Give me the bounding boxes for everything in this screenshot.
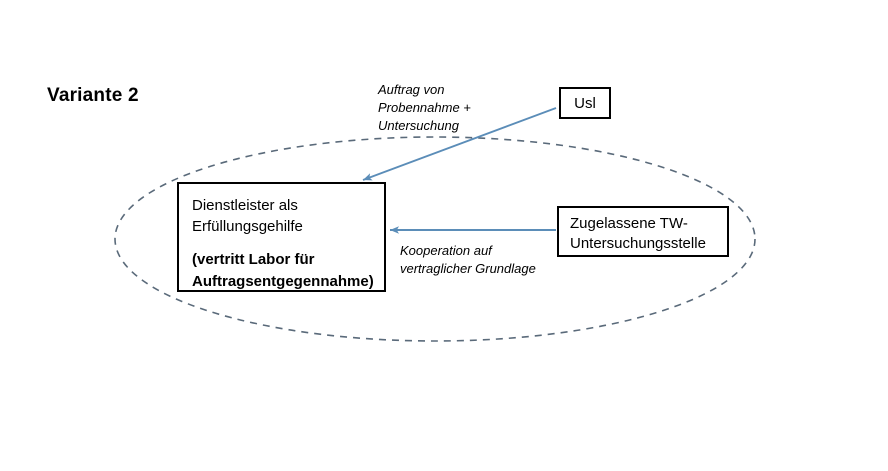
service-provider-bold-line-1: (vertritt Labor für (192, 251, 315, 268)
auftrag-label-line-3: Untersuchung (378, 118, 459, 133)
service-provider-line-1: Dienstleister als (192, 197, 298, 214)
tw-office-line-2: Untersuchungsstelle (570, 235, 706, 252)
auftrag-arrow-line (362, 107, 557, 181)
auftrag-label-line-1: Auftrag von (378, 82, 445, 97)
service-provider-spacer (192, 237, 384, 249)
kooperation-arrow-label: Kooperation auf vertraglicher Grundlage (400, 242, 536, 278)
kooperation-label-line-2: vertraglicher Grundlage (400, 261, 536, 276)
node-usl: Usl (559, 87, 611, 119)
service-provider-line-2: Erfüllungsgehilfe (192, 218, 303, 235)
page-title: Variante 2 (47, 85, 139, 106)
node-tw-untersuchungsstelle: Zugelassene TW- Untersuchungsstelle (557, 206, 729, 257)
node-service-provider: Dienstleister als Erfüllungsgehilfe (ver… (177, 182, 386, 292)
service-provider-bold-line-2: Auftragsentgegennahme) (192, 273, 374, 290)
tw-office-line-1: Zugelassene TW- (570, 215, 688, 232)
auftrag-arrow-label: Auftrag von Probennahme + Untersuchung (378, 81, 471, 135)
kooperation-label-line-1: Kooperation auf (400, 243, 492, 258)
usl-label: Usl (574, 94, 596, 112)
auftrag-label-line-2: Probennahme + (378, 100, 471, 115)
scope-boundary-ellipse (114, 136, 756, 342)
